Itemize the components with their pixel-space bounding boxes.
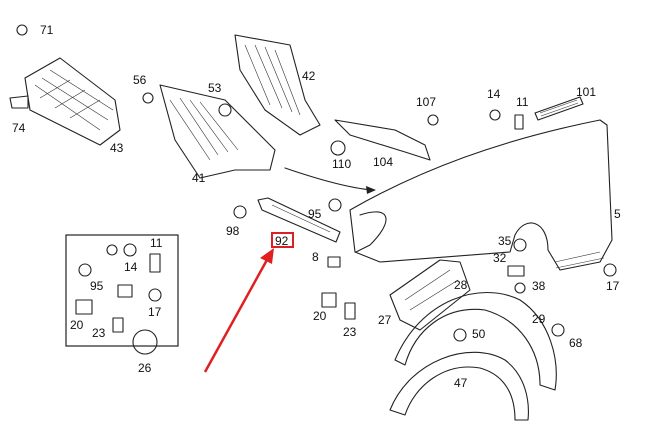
callout-11-top: 11 <box>516 95 529 109</box>
callout-95-main: 95 <box>308 207 322 221</box>
callout-11-inset: 11 <box>150 236 163 250</box>
callout-14-inset: 14 <box>124 260 138 274</box>
panel-42-part <box>234 34 321 136</box>
callout-27: 27 <box>378 313 392 327</box>
callout-104: 104 <box>373 155 393 169</box>
callout-68: 68 <box>569 336 583 350</box>
callout-110: 110 <box>332 157 351 171</box>
callout-43: 43 <box>110 141 124 155</box>
callout-98: 98 <box>226 224 240 238</box>
bracket-92-part <box>257 197 341 243</box>
callout-107: 107 <box>416 95 436 109</box>
assembly-arrow <box>284 167 373 191</box>
callout-8: 8 <box>312 250 319 264</box>
callout-26: 26 <box>138 361 152 375</box>
callout-56: 56 <box>133 73 147 87</box>
fender-part <box>349 119 613 271</box>
panel-41-part <box>159 84 276 179</box>
highlight-box-92 <box>271 232 294 248</box>
callout-95-inset: 95 <box>90 279 104 293</box>
fasteners <box>16 24 617 342</box>
callout-29: 29 <box>532 312 546 326</box>
callout-71: 71 <box>40 23 54 37</box>
wheel-housing-47-part <box>389 292 557 421</box>
callout-92: 92 <box>275 234 289 248</box>
callout-23-inset: 23 <box>92 326 106 340</box>
bracket-43-part <box>9 57 121 146</box>
callout-14-top: 14 <box>487 87 501 101</box>
callout-101: 101 <box>576 85 596 99</box>
callout-50: 50 <box>472 327 486 341</box>
callout-20-inset: 20 <box>70 318 84 332</box>
liner-28-part <box>389 259 471 331</box>
red-pointer-arrow <box>203 248 274 373</box>
callout-35: 35 <box>498 234 512 248</box>
callout-23-main: 23 <box>343 325 357 339</box>
callout-41: 41 <box>192 171 206 185</box>
callout-20-main: 20 <box>313 309 327 323</box>
callout-5: 5 <box>614 207 621 221</box>
callout-32: 32 <box>493 251 507 265</box>
callout-38: 38 <box>532 279 546 293</box>
callout-17-right: 17 <box>606 279 620 293</box>
callout-53: 53 <box>208 81 222 95</box>
callout-28: 28 <box>454 278 468 292</box>
inset-box <box>65 234 179 355</box>
bracket-104-part <box>334 119 431 161</box>
callout-42: 42 <box>302 69 316 83</box>
callout-74: 74 <box>12 121 26 135</box>
trim-strip-part <box>534 96 584 121</box>
callout-47: 47 <box>454 376 468 390</box>
callout-17-inset: 17 <box>148 305 162 319</box>
